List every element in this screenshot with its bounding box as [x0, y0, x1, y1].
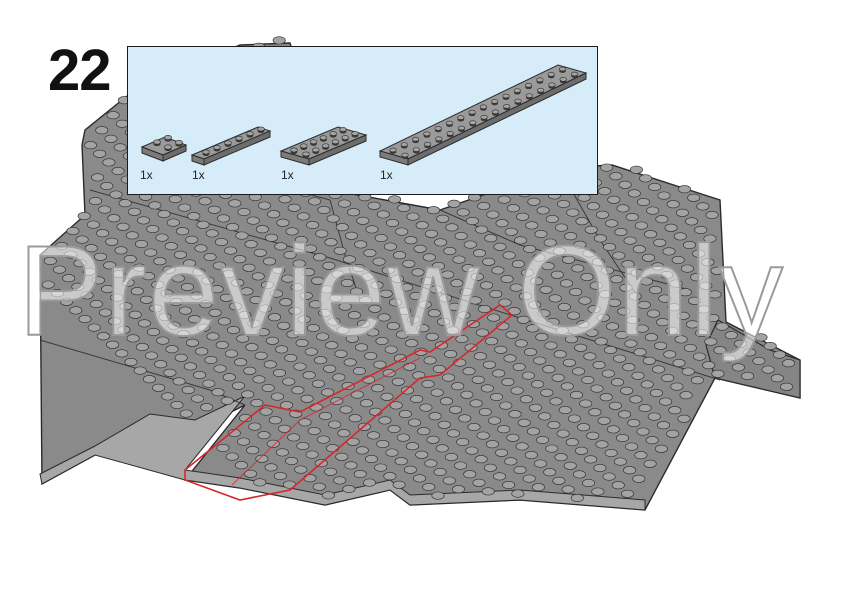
preview-watermark: Preview Only: [17, 220, 784, 363]
new-plates-highlight: [184, 304, 514, 501]
plate-2x16-image: [378, 64, 588, 166]
plate-1x6-image: [190, 126, 272, 166]
parts-studs: [153, 66, 579, 159]
step-number: 22: [48, 38, 112, 103]
part-count-plate-1x6: 1x: [192, 168, 205, 182]
new-plates-highlight-seam: [231, 357, 421, 486]
part-count-plate-2x6: 1x: [281, 168, 294, 182]
parts-list-box: 1x 1x 1x 1x: [127, 46, 598, 195]
part-count-plate-2x2: 1x: [140, 168, 153, 182]
front-edge: [39, 395, 646, 511]
plate-2x6-image: [279, 126, 368, 166]
part-count-plate-2x16: 1x: [380, 168, 393, 182]
plate-2x2-image: [140, 136, 188, 162]
parts-illustrations: [140, 64, 588, 166]
